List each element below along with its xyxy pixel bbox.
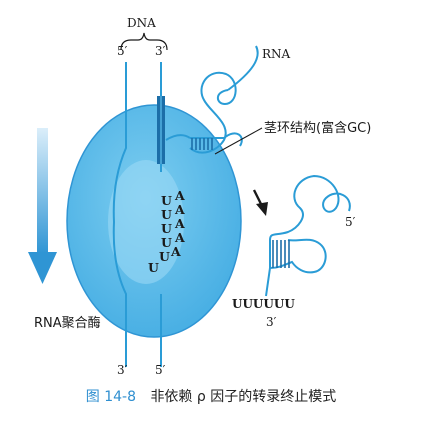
nascent-rna (165, 45, 259, 154)
caption-text: 非依赖 ρ 因子的转录终止模式 (150, 389, 337, 405)
released-rna (265, 174, 351, 297)
stem-loop-pointer (214, 127, 263, 155)
dna-brace (120, 32, 168, 51)
u-base: U (159, 249, 170, 264)
stem-base-pairs-top (191, 138, 213, 150)
u-base: U (148, 260, 159, 275)
a-base: A (170, 244, 181, 259)
u-base: U (161, 235, 172, 250)
polymerase-label: RNA聚合酶 (34, 315, 101, 331)
released-rna-5prime: 5′ (345, 215, 356, 229)
a-base: A (174, 188, 185, 203)
u-base: U (161, 221, 172, 236)
dna-label: DNA (127, 16, 156, 30)
dna-top-5prime: 5′ (117, 44, 128, 58)
dna-top-3prime: 3′ (155, 44, 166, 58)
released-poly-u-tail: UUUUUU (232, 297, 295, 311)
caption-number: 图 14-8 (85, 389, 136, 405)
direction-arrow-icon (28, 128, 57, 284)
dna-bottom-5prime: 5′ (155, 363, 166, 377)
dna-bottom-3prime: 3′ (117, 363, 128, 377)
stem-loop-label: 茎环结构(富含GC) (264, 120, 371, 136)
a-base: A (174, 216, 185, 231)
released-rna-3prime: 3′ (266, 315, 277, 329)
rna-u-bases: UUUUUU (148, 193, 172, 275)
u-base: U (161, 207, 172, 222)
dna-template-strand (112, 62, 127, 367)
polymerase-cavity (108, 160, 184, 284)
figure-caption: 图 14-8 非依赖 ρ 因子的转录终止模式 (0, 386, 422, 406)
a-base: A (174, 202, 185, 217)
a-base: A (174, 230, 185, 245)
rna-label: RNA (262, 47, 291, 61)
release-arrow-icon (252, 189, 268, 216)
dna-duplex (112, 62, 162, 367)
stem-base-pairs-released (272, 240, 290, 268)
u-base: U (161, 193, 172, 208)
